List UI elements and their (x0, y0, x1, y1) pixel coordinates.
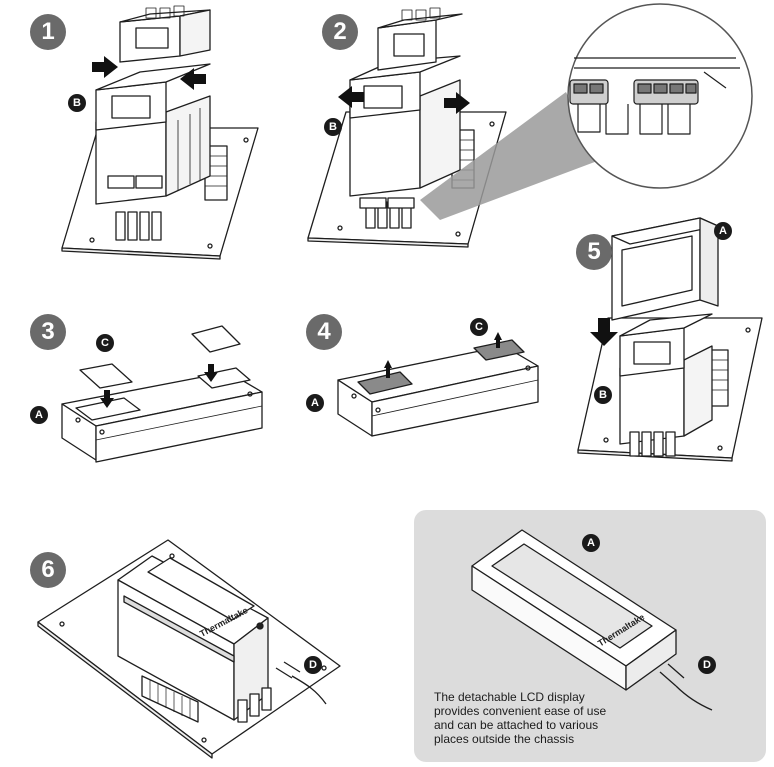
callout-b-step2: B (324, 118, 342, 136)
step2-illustration (307, 3, 753, 248)
callout-b-step1: B (68, 94, 86, 112)
callout-d-panel: D (698, 656, 716, 674)
caption-line-3: and can be attached to various (434, 718, 599, 732)
callout-a-panel: A (582, 534, 600, 552)
step5-illustration (577, 217, 763, 462)
callout-c-step3: C (96, 334, 114, 352)
callout-b-step5: B (594, 386, 612, 404)
step-badge-5: 5 (576, 234, 612, 270)
lcd-caption: The detachable LCD display provides conv… (434, 690, 674, 746)
caption-line-1: The detachable LCD display (434, 690, 585, 704)
step3-illustration (61, 325, 263, 463)
callout-a-step3: A (30, 406, 48, 424)
caption-line-4: places outside the chassis (434, 732, 575, 746)
step-badge-6: 6 (30, 552, 66, 588)
callout-c-step4: C (470, 318, 488, 336)
callout-d-step6: D (304, 656, 322, 674)
step-badge-3: 3 (30, 314, 66, 350)
callout-a-step4: A (306, 394, 324, 412)
step4-illustration (337, 332, 539, 437)
caption-line-2: provides convenient ease of use (434, 704, 607, 718)
step-badge-1: 1 (30, 14, 66, 50)
callout-a-step5: A (714, 222, 732, 240)
step-badge-2: 2 (322, 14, 358, 50)
step-badge-4: 4 (306, 314, 342, 350)
step6-illustration (37, 539, 341, 759)
detached-lcd-panel (414, 510, 766, 762)
step1-illustration (61, 5, 259, 260)
